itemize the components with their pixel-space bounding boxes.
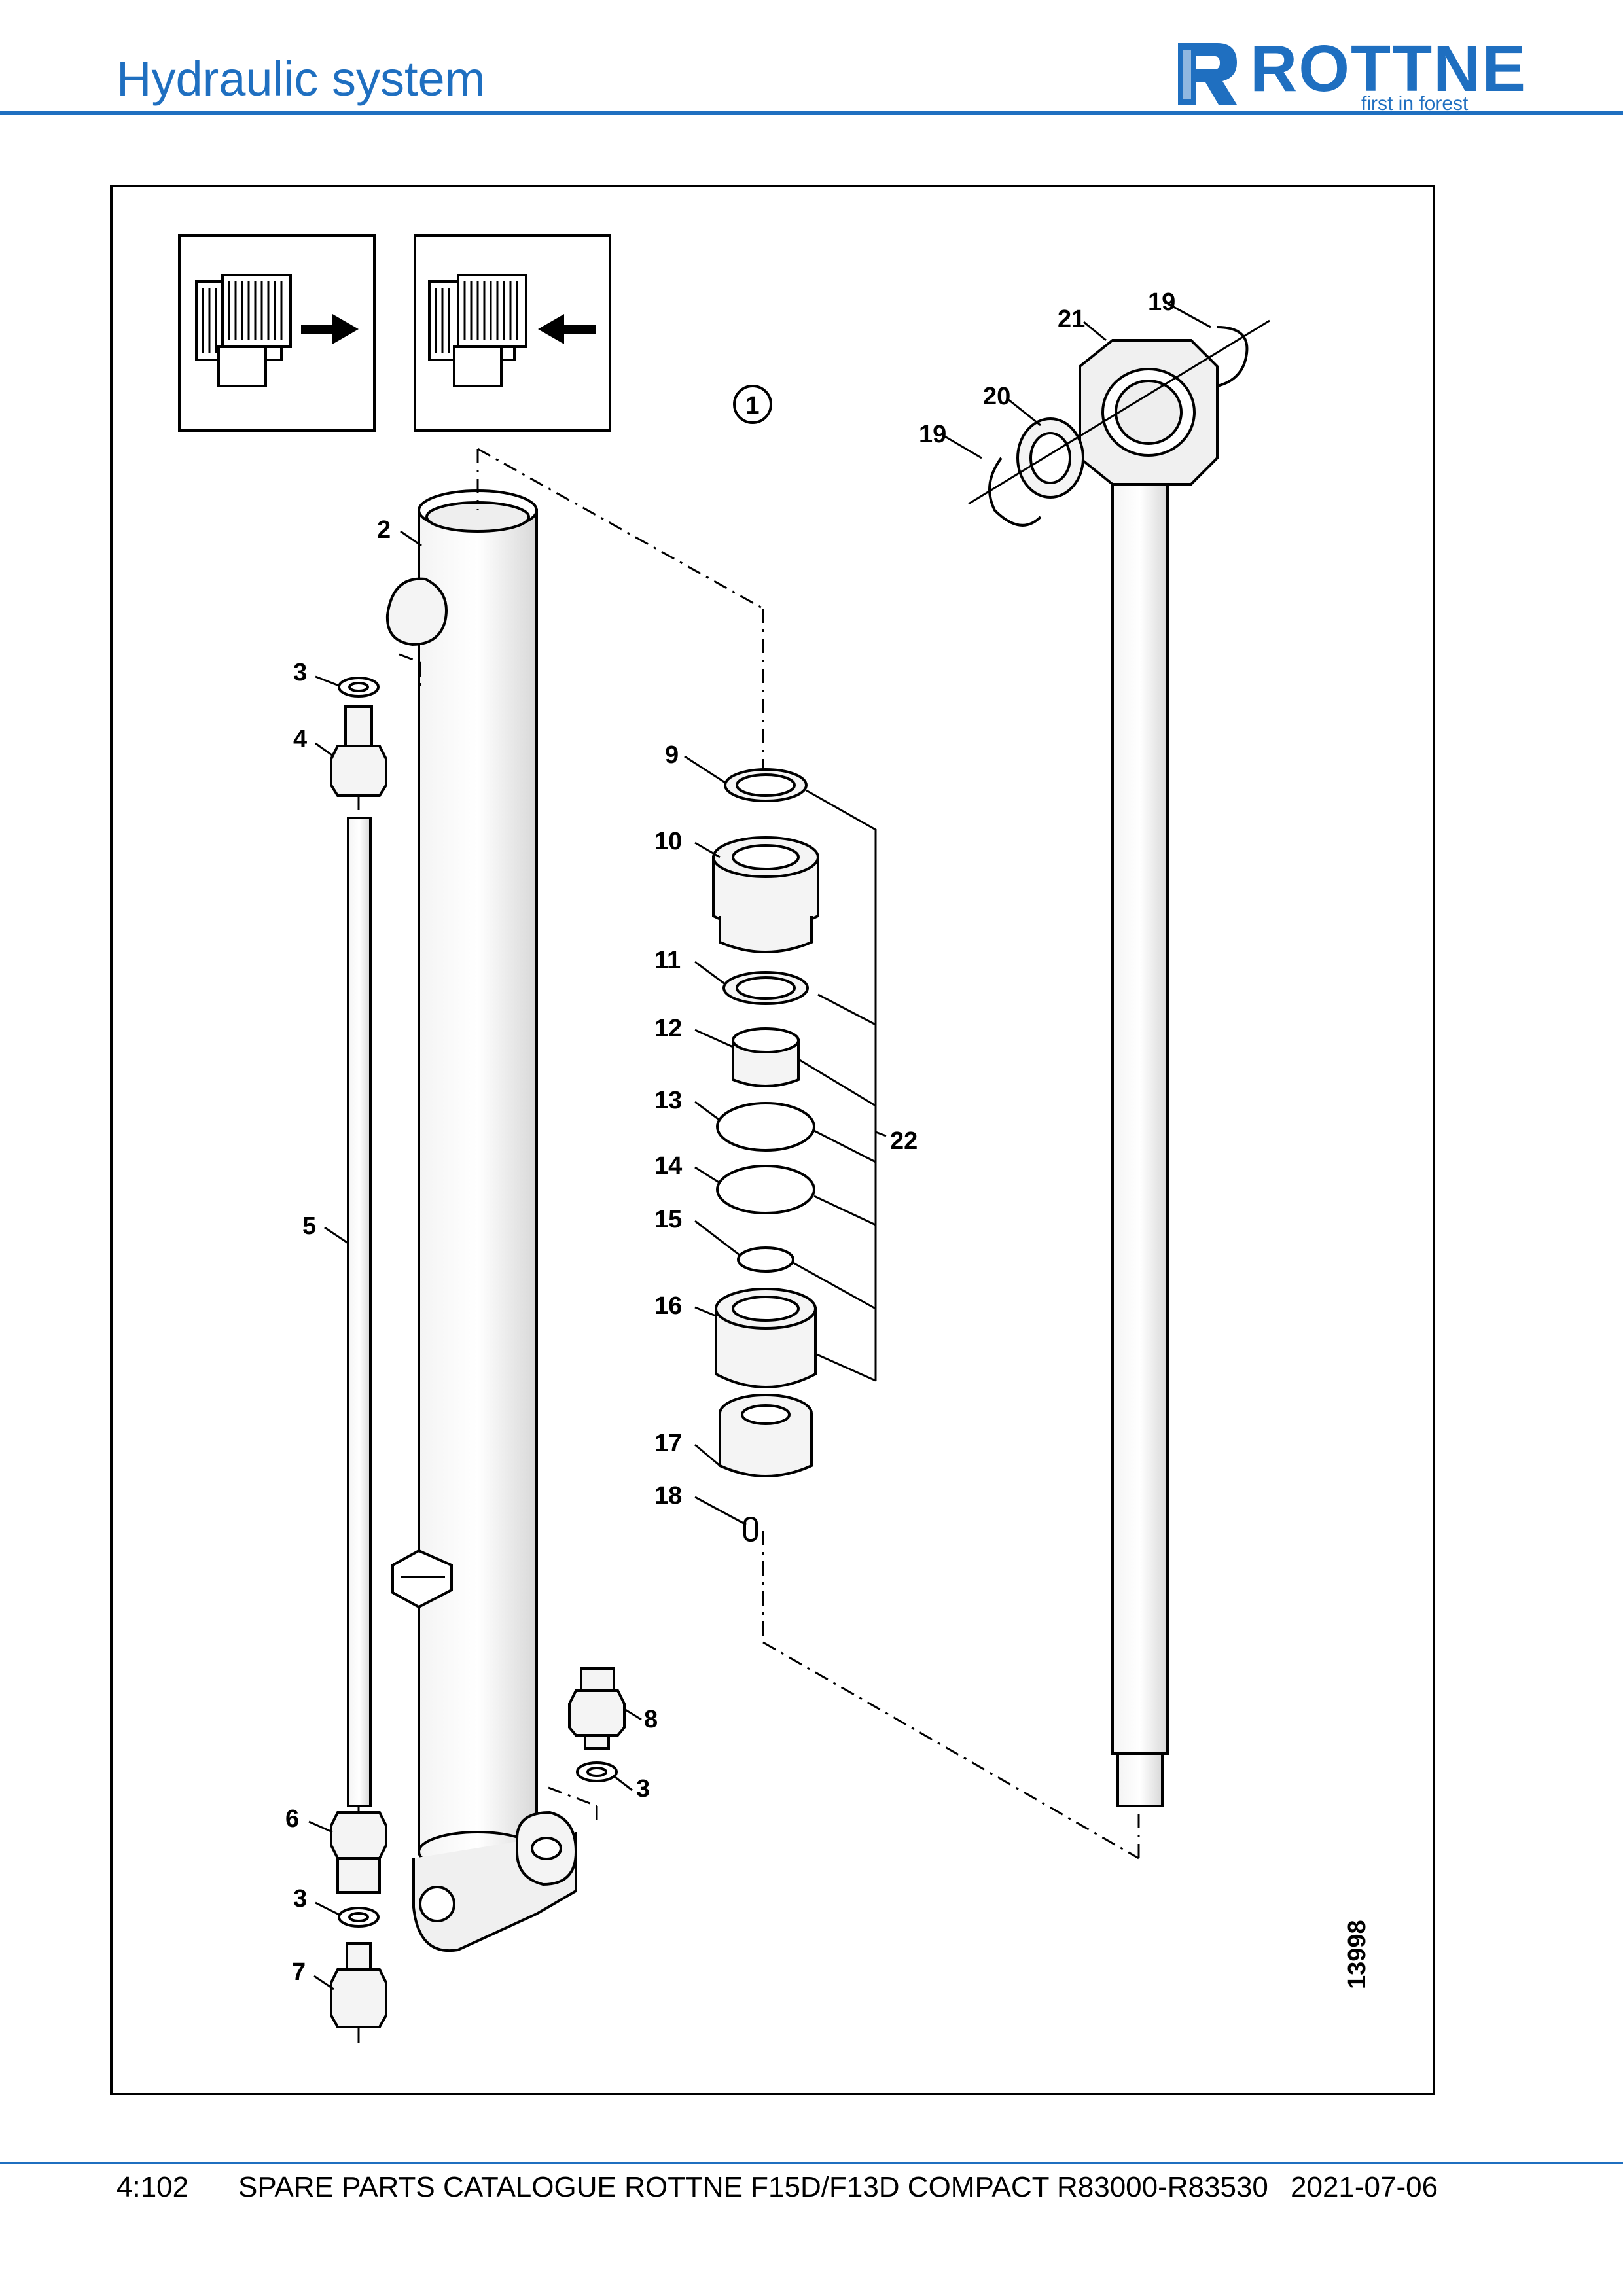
fittings-lower-right — [568, 1667, 626, 1782]
part-label: 20 — [983, 383, 1010, 410]
part-label: 21 — [1058, 306, 1085, 333]
exploded-view-frame — [110, 185, 1435, 2095]
piston-rod-assembly — [968, 319, 1270, 1807]
catalogue-title: SPARE PARTS CATALOGUE ROTTNE F15D/F13D C… — [238, 2171, 1268, 2203]
part-label: 5 — [302, 1212, 316, 1240]
leader-lines — [308, 302, 1211, 1990]
part-label: 15 — [654, 1206, 682, 1233]
part-label: 2 — [377, 516, 391, 544]
part-label: 9 — [665, 741, 679, 769]
part-label: 14 — [654, 1152, 682, 1180]
part-label: 16 — [654, 1292, 682, 1320]
assembly-callout: 1 — [733, 385, 772, 424]
part-label: 7 — [292, 1958, 306, 1986]
part-label: 22 — [890, 1127, 918, 1155]
part-label: 10 — [654, 828, 682, 855]
cylinder-barrel — [385, 489, 578, 1952]
brand-logo: ROTTNE first in forest — [1171, 33, 1525, 115]
part-label: 19 — [919, 421, 946, 448]
part-label: 12 — [654, 1015, 682, 1042]
rottne-logo-icon — [1178, 43, 1237, 105]
part-label: 4 — [293, 726, 307, 753]
page-number: 4:102 — [116, 2171, 189, 2203]
remove-arrow-icon — [178, 234, 376, 432]
footer-divider — [0, 2162, 1623, 2164]
part-label: 13 — [654, 1087, 682, 1114]
page-title: Hydraulic system — [116, 52, 486, 106]
part-label: 3 — [636, 1775, 650, 1803]
part-label: 18 — [654, 1482, 682, 1510]
part-label: 19 — [1148, 289, 1175, 316]
part-label: 3 — [293, 1885, 307, 1913]
part-label: 3 — [293, 659, 307, 686]
part-label: 8 — [644, 1706, 658, 1733]
part-label: 6 — [285, 1805, 299, 1833]
figure-number: 13998 — [1344, 1920, 1371, 1989]
part-label: 17 — [654, 1430, 682, 1457]
logo-wordmark: ROTTNE — [1250, 32, 1527, 105]
part-labels: 2 3 4 5 6 3 7 8 3 9 10 11 12 13 14 15 16… — [285, 289, 1175, 1986]
header-divider — [0, 111, 1623, 115]
publication-date: 2021-07-06 — [1291, 2171, 1438, 2203]
install-arrow-icon — [414, 234, 611, 432]
svg-text:1: 1 — [745, 392, 759, 419]
fittings-column-left — [330, 677, 387, 2028]
logo-tagline: first in forest — [1361, 93, 1469, 115]
part-label: 11 — [654, 947, 681, 974]
gland-seal-stack — [712, 768, 819, 1542]
